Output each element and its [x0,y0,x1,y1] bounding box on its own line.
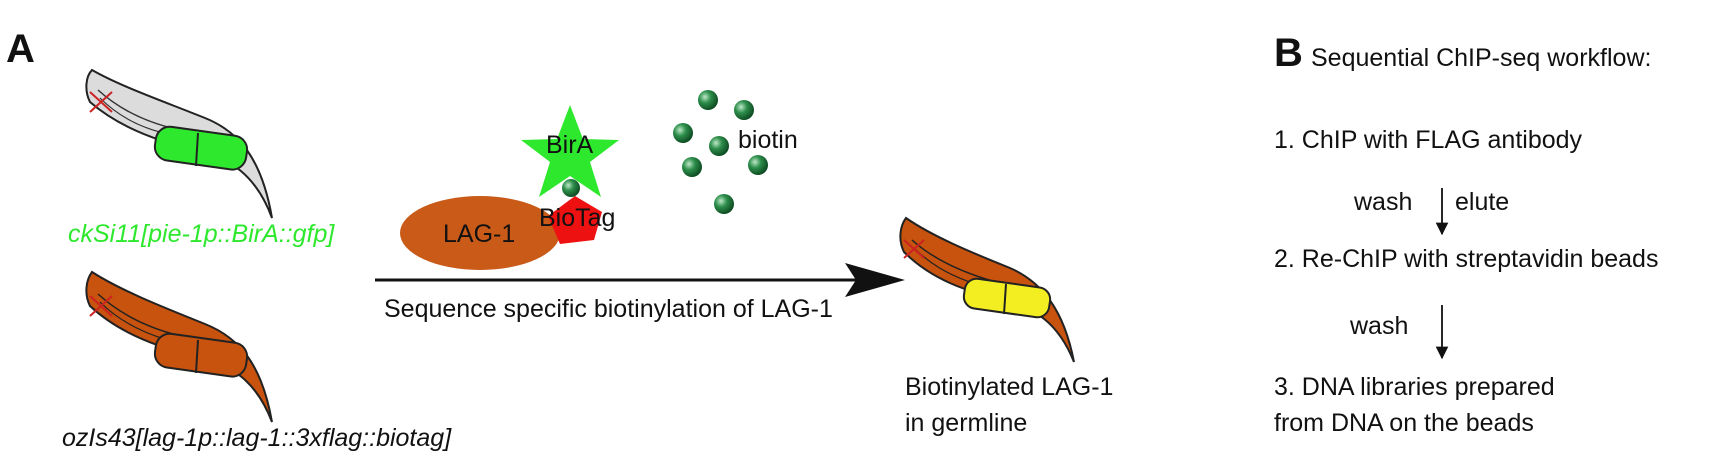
biotin-beads [673,90,768,214]
gfp-gonad [153,125,249,171]
worm-birA-gfp [85,68,273,219]
birA-label: BirA [546,131,594,159]
strain-top-label: ckSi11[pie-1p::BirA::gfp] [68,220,335,248]
biotag-label: BioTag [539,204,615,232]
panel-b-letter: B [1274,31,1303,75]
workflow-title: Sequential ChIP-seq workflow: [1311,44,1651,72]
panel-a-letter: A [6,27,35,71]
wash-label-1: wash [1353,188,1412,216]
result-line2: in germline [905,409,1027,437]
elute-label: elute [1455,188,1509,216]
worm-lag1-biotag [85,270,273,423]
worm-biotinylated [899,216,1075,363]
step-1: 1. ChIP with FLAG antibody [1274,126,1583,154]
step-3-line2: from DNA on the beads [1274,409,1534,437]
lag1-ellipse [400,196,560,270]
wash-label-2: wash [1349,312,1408,340]
birA-star [521,105,619,197]
result-line1: Biotinylated LAG-1 [905,373,1113,401]
step-2: 2. Re-ChIP with streptavidin beads [1274,245,1658,273]
lag1-label: LAG-1 [443,220,515,248]
yellow-gonad [962,277,1052,319]
arrow-label: Sequence specific biotinylation of LAG-1 [384,295,833,323]
bound-biotin-bead [562,179,580,197]
biotag-pentagon [548,196,602,244]
biotin-label: biotin [738,126,798,154]
main-arrow [375,263,905,297]
strain-bottom-label: ozIs43[lag-1p::lag-1::3xflag::biotag] [62,424,452,452]
step-3-line1: 3. DNA libraries prepared [1274,373,1555,401]
